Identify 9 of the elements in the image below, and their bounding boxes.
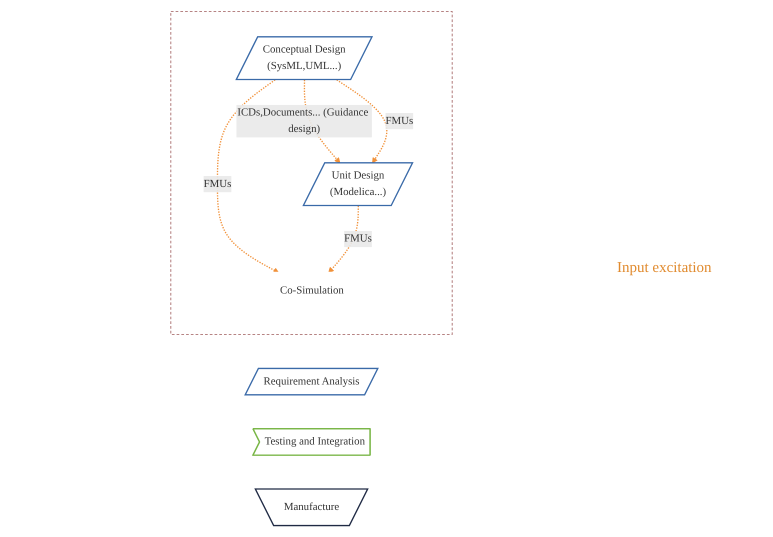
arrow [216, 79, 280, 274]
edge-label: FMUs [344, 232, 372, 244]
cluster [170, 11, 452, 335]
edge-label: FMUs [204, 178, 232, 190]
edge-label: FMUs [385, 115, 414, 127]
edge-label: ICDs,Documents... (Guidance design) [237, 106, 368, 135]
annotation-text: Input excitation [617, 260, 713, 277]
arrow [336, 79, 388, 164]
node-text: Co-Simulation [280, 284, 344, 296]
